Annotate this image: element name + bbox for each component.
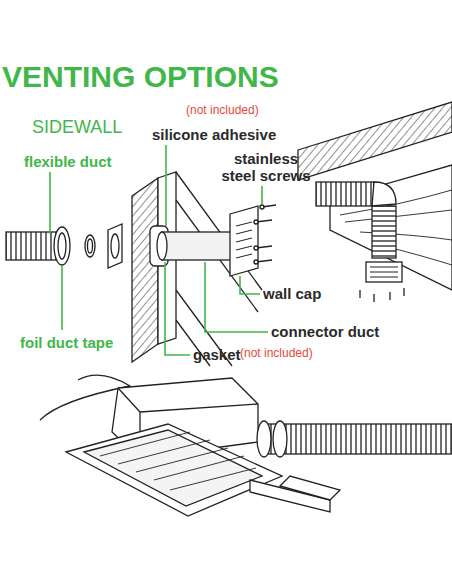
foil-tape-ring (54, 227, 70, 265)
part-name: foil duct tape (20, 334, 150, 351)
grille (66, 424, 282, 516)
vent-louvers (370, 267, 398, 277)
foil-tape-ring (257, 421, 271, 457)
elbow (372, 182, 396, 206)
clamp-ring (85, 235, 95, 257)
flexible-duct (264, 424, 452, 454)
flexible-duct (6, 232, 60, 260)
foil-tape-ring (273, 421, 287, 457)
note: (not included) (186, 104, 286, 118)
screws (254, 205, 276, 264)
part-name: connector duct (271, 323, 411, 340)
flexible-duct (316, 182, 374, 206)
gasket (108, 224, 122, 268)
soffit-vent (366, 262, 402, 282)
housing-edge (118, 388, 140, 412)
wall-cap (230, 206, 258, 276)
roof (298, 102, 452, 180)
housing-edge (140, 404, 258, 412)
wall-cap-louvers (236, 222, 252, 258)
title: VENTING OPTIONS (2, 60, 279, 95)
gasket-hole (111, 234, 119, 258)
wall-edge (176, 172, 262, 290)
connector-duct-end (157, 232, 167, 260)
note: (not included) (240, 347, 350, 361)
mounting-bracket (280, 476, 340, 500)
part-name: flexible duct (24, 153, 144, 170)
fan-assembly (40, 375, 452, 516)
section-heading: SIDEWALL (32, 117, 152, 138)
part-name: silicone adhesive (152, 126, 292, 143)
connector-duct (162, 232, 232, 260)
foil-tape-ring-inner (58, 233, 66, 259)
wall-section (132, 178, 158, 362)
vertical-duct (372, 206, 396, 258)
clamp-ring-inner (88, 239, 93, 253)
sidewall-assembly (6, 172, 276, 366)
grille-face (84, 430, 262, 506)
screws (360, 288, 404, 302)
part-name: stainless steel screws (220, 150, 312, 185)
soffit-assembly (298, 102, 452, 302)
grille-slats (100, 432, 256, 490)
part-name: wall cap (263, 285, 363, 302)
